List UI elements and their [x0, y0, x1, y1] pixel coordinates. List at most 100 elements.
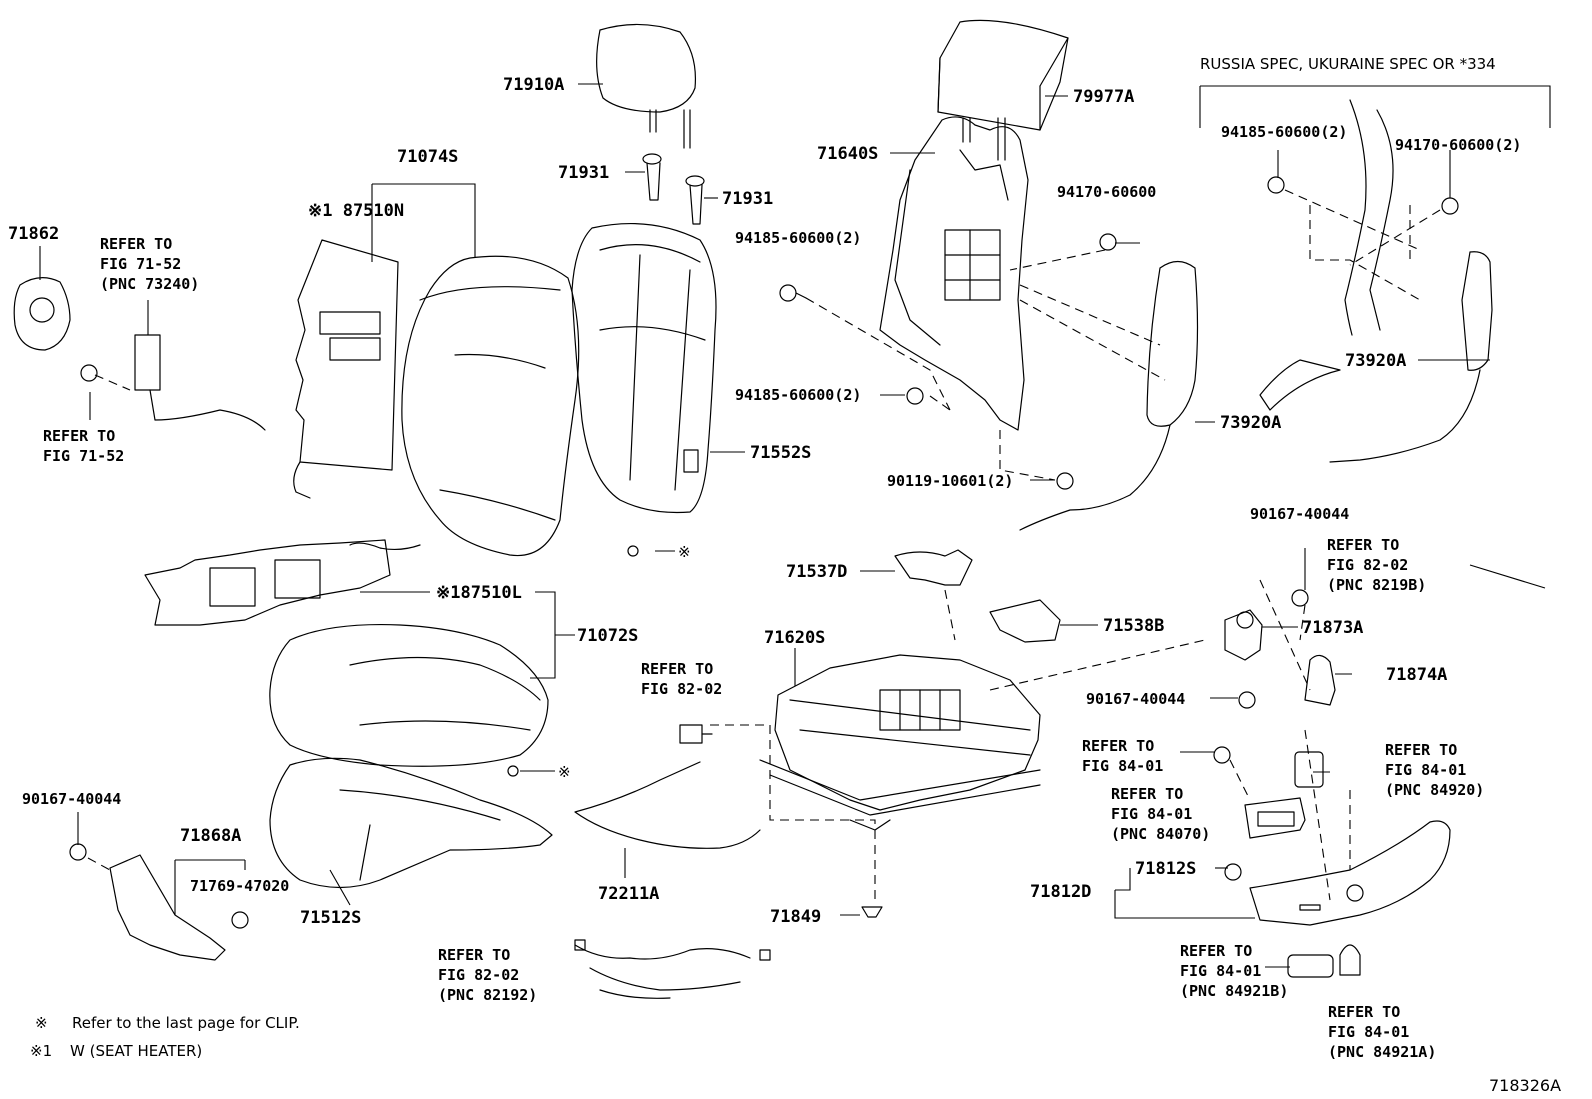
- ref-82192[interactable]: REFER TO FIG 82-02 (PNC 82192): [438, 946, 537, 1004]
- track-cover-71537D-drawing: [894, 549, 973, 586]
- label-71640S[interactable]: 71640S: [817, 144, 878, 164]
- screw-90167-a-drawing: [1291, 589, 1309, 607]
- seat-cushion-pad-drawing: [269, 624, 549, 767]
- screw-71812S-drawing: [1224, 863, 1242, 881]
- harness-82192-drawing: [574, 939, 771, 999]
- headrest-support-drawing: [642, 153, 705, 225]
- side-cover-71812D-drawing: [1249, 820, 1451, 926]
- ref-84070[interactable]: REFER TO FIG 84-01 (PNC 84070): [1111, 785, 1210, 843]
- heater-note: W (SEAT HEATER): [70, 1042, 202, 1060]
- heater-note-symbol: ※1: [30, 1042, 52, 1060]
- switch-84070-drawing: [1244, 797, 1306, 839]
- nut-94170-russia-drawing: [1441, 197, 1459, 215]
- clip-71849-drawing: [861, 906, 883, 918]
- label-94170-60600[interactable]: 94170-60600: [1057, 183, 1156, 201]
- seat-track-drawing: [759, 654, 1041, 831]
- track-cover-71538B-drawing: [989, 599, 1061, 643]
- seatback-frame-drawing: [879, 116, 1029, 431]
- seat-wire-72211A-drawing: [574, 761, 761, 849]
- label-79977A[interactable]: 79977A: [1073, 87, 1134, 107]
- bolt-90119-drawing: [1056, 472, 1074, 490]
- label-87510N[interactable]: ※1 87510N: [308, 201, 404, 221]
- clip-lower-drawing: [507, 765, 519, 777]
- ref-8219B[interactable]: REFER TO FIG 82-02 (PNC 8219B): [1327, 536, 1426, 594]
- bolt-refer-71-52-drawing: [80, 364, 98, 382]
- clip-mark-upper: ※: [678, 543, 691, 561]
- clip-71769-drawing: [231, 911, 249, 929]
- label-71910A[interactable]: 71910A: [503, 75, 564, 95]
- clip-upper-drawing: [627, 545, 639, 557]
- back-pad-79977A-drawing: [937, 19, 1069, 131]
- figure-id: 718326A: [1489, 1076, 1561, 1095]
- label-90167-40044-c[interactable]: 90167-40044: [22, 790, 121, 808]
- label-71868A[interactable]: 71868A: [180, 826, 241, 846]
- nut-94170-drawing: [1099, 233, 1117, 251]
- clip-mark-lower: ※: [558, 763, 571, 781]
- bracket-71874A-drawing: [1304, 654, 1336, 706]
- ref-84921B[interactable]: REFER TO FIG 84-01 (PNC 84921B): [1180, 942, 1288, 1000]
- label-71769-47020[interactable]: 71769-47020: [190, 877, 289, 895]
- label-71072S[interactable]: 71072S: [577, 626, 638, 646]
- label-73920A[interactable]: 73920A: [1220, 413, 1281, 433]
- ref-71-52[interactable]: REFER TO FIG 71-52: [43, 427, 124, 465]
- label-94185-60600-lower[interactable]: 94185-60600(2): [735, 386, 861, 404]
- ref-84920[interactable]: REFER TO FIG 84-01 (PNC 84920): [1385, 741, 1484, 799]
- ref-82-02[interactable]: REFER TO FIG 82-02: [641, 660, 722, 698]
- ref-73240[interactable]: REFER TO FIG 71-52 (PNC 73240): [100, 235, 199, 293]
- side-cover-71868A-drawing: [109, 854, 226, 961]
- label-94170-60600-russia[interactable]: 94170-60600(2): [1395, 136, 1521, 154]
- label-90119-10601[interactable]: 90119-10601(2): [887, 472, 1013, 490]
- footnotes: ※ Refer to the last page for CLIP. ※1 W …: [30, 1014, 300, 1060]
- switch-84920-drawing: [1294, 751, 1324, 788]
- label-94185-60600-russia[interactable]: 94185-60600(2): [1221, 123, 1347, 141]
- leader-lines: [39, 83, 1551, 968]
- reference-labels: REFER TO FIG 71-52 (PNC 73240) REFER TO …: [43, 235, 1484, 1061]
- label-71862[interactable]: 71862: [8, 224, 59, 244]
- bolt-94185-a-drawing: [779, 284, 807, 302]
- cushion-heater-drawing: [144, 539, 421, 626]
- label-71074S[interactable]: 71074S: [397, 147, 458, 167]
- label-71931-a[interactable]: 71931: [558, 163, 609, 183]
- label-71552S[interactable]: 71552S: [750, 443, 811, 463]
- clip-note-symbol: ※: [35, 1014, 48, 1032]
- clip-note: Refer to the last page for CLIP.: [72, 1014, 300, 1032]
- label-71620S[interactable]: 71620S: [764, 628, 825, 648]
- label-71512S[interactable]: 71512S: [300, 908, 361, 928]
- label-71849[interactable]: 71849: [770, 907, 821, 927]
- seatback-pad-drawing: [401, 255, 580, 557]
- connector-82-02-drawing: [679, 724, 713, 744]
- seatback-heater-drawing: [293, 239, 399, 499]
- ref-84921A[interactable]: REFER TO FIG 84-01 (PNC 84921A): [1328, 1003, 1436, 1061]
- screw-90167-c-drawing: [69, 843, 87, 861]
- bolt-94185-b-drawing: [906, 387, 924, 405]
- seatbelt-buckle-drawing: [134, 334, 266, 431]
- screw-84-01-drawing: [1213, 746, 1231, 764]
- label-71538B[interactable]: 71538B: [1103, 616, 1164, 636]
- label-94185-60600-upper[interactable]: 94185-60600(2): [735, 229, 861, 247]
- seatback-cover-drawing: [571, 222, 717, 514]
- knob-84921A-drawing: [1339, 944, 1361, 976]
- label-72211A[interactable]: 72211A: [598, 884, 659, 904]
- label-87510L[interactable]: ※187510L: [436, 583, 522, 603]
- label-71874A[interactable]: 71874A: [1386, 665, 1447, 685]
- bracket-71873A-drawing: [1224, 609, 1263, 661]
- nut-94185-russia-drawing: [1267, 176, 1285, 194]
- label-71812D[interactable]: 71812D: [1030, 882, 1091, 902]
- label-71812S[interactable]: 71812S: [1135, 859, 1196, 879]
- lumbar-71862-drawing: [13, 277, 71, 351]
- label-71931-b[interactable]: 71931: [722, 189, 773, 209]
- ref-84-01[interactable]: REFER TO FIG 84-01: [1082, 737, 1163, 775]
- seat-cushion-cover-drawing: [269, 757, 553, 889]
- part-labels: 71910A 79977A 71074S ※1 87510N 71931 719…: [8, 75, 1521, 928]
- russia-spec-airbag-drawing: [1259, 99, 1493, 463]
- label-73920A-russia[interactable]: 73920A: [1345, 351, 1406, 371]
- label-71873A[interactable]: 71873A: [1302, 618, 1363, 638]
- headrest-drawing: [596, 23, 697, 149]
- screw-90167-b-drawing: [1238, 691, 1256, 709]
- label-90167-40044-b[interactable]: 90167-40044: [1086, 690, 1185, 708]
- label-71537D[interactable]: 71537D: [786, 562, 847, 582]
- side-airbag-drawing: [1019, 260, 1199, 531]
- label-90167-40044-a[interactable]: 90167-40044: [1250, 505, 1349, 523]
